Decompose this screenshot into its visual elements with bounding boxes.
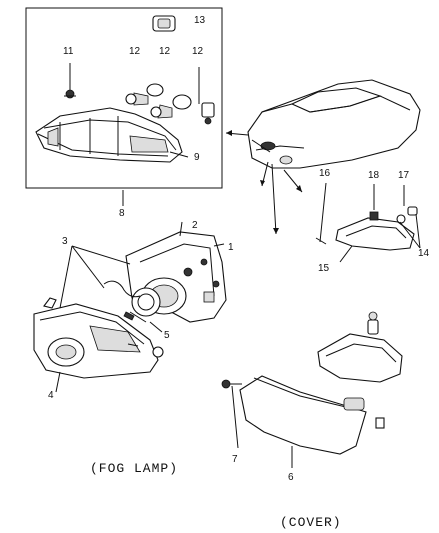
socket-cover-13 — [152, 15, 176, 32]
cover-6 — [239, 375, 385, 468]
callout-6: 6 — [288, 472, 294, 483]
screw-11 — [64, 63, 76, 99]
callout-12a: 12 — [129, 46, 141, 57]
callout-9: 9 — [194, 152, 200, 163]
caption-fog-lamp: (FOG LAMP) — [90, 461, 178, 476]
headlamp-housing-9 — [35, 107, 183, 163]
callout-18: 18 — [368, 170, 380, 181]
callout-11: 11 — [63, 46, 74, 57]
screw-7 — [221, 379, 242, 449]
callout-17: 17 — [398, 170, 410, 181]
callout-8: 8 — [119, 208, 125, 219]
bulb-12-mid — [150, 94, 192, 119]
leader-5 — [149, 321, 163, 333]
callout-16: 16 — [319, 168, 331, 179]
fog-lamp-body-4 — [33, 297, 164, 393]
callout-13: 13 — [194, 15, 206, 26]
caption-cover: (COVER) — [280, 515, 342, 530]
callout-12b: 12 — [159, 46, 171, 57]
callout-4: 4 — [48, 390, 54, 401]
callout-12c: 12 — [192, 46, 204, 57]
bulb-12-right — [198, 67, 215, 125]
headlamp-group-frame — [25, 7, 223, 189]
callout-5: 5 — [164, 330, 170, 341]
vehicle-outline — [247, 79, 421, 169]
callout-1: 1 — [228, 242, 234, 253]
callout-14: 14 — [418, 248, 430, 259]
fog-lamp-reflector — [123, 277, 187, 323]
side-lamp-cover-view — [317, 311, 403, 383]
callout-2: 2 — [192, 220, 198, 231]
bulb-12-left — [125, 83, 164, 106]
pointer-arrows — [225, 130, 303, 235]
fog-lamp-wiring-3 — [59, 245, 141, 309]
side-marker-group — [315, 182, 421, 263]
callout-7: 7 — [232, 454, 238, 465]
headlamp-group — [25, 7, 223, 189]
callout-3: 3 — [62, 236, 68, 247]
callout-15: 15 — [318, 263, 330, 274]
